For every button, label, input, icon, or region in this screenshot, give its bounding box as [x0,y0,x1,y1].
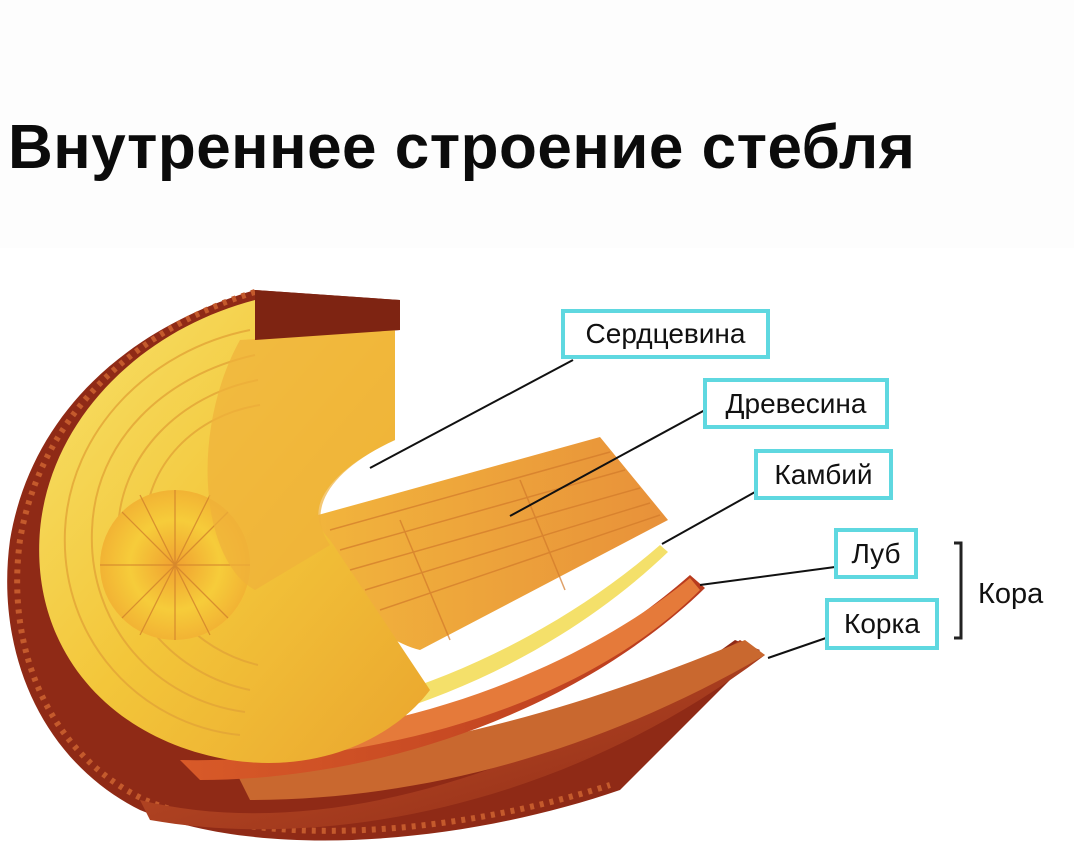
cork-layer [140,640,765,830]
wood-slab [300,437,668,650]
bark-texture [14,289,611,834]
label-cambium: Камбий [754,449,893,500]
wood-slab-grain [329,451,661,641]
header-band [0,0,1074,248]
page-title: Внутреннее строение стебля [8,113,916,182]
label-bast: Луб [834,528,918,579]
pointer-cambium [661,491,756,545]
label-cork: Корка [825,598,939,650]
bark-top-edge [255,290,400,340]
pith-rays [100,490,250,640]
bark-group-bracket [954,541,963,640]
pointer-lines [369,359,836,659]
label-bark-group: Кора [978,578,1044,610]
label-wood: Древесина [703,378,889,429]
pointer-bast [699,566,836,586]
label-pith: Сердцевина [561,309,770,359]
pointer-wood [509,409,706,517]
pointer-cork [767,637,827,659]
wood-cut-face [207,330,395,590]
pointer-pith [369,359,574,469]
